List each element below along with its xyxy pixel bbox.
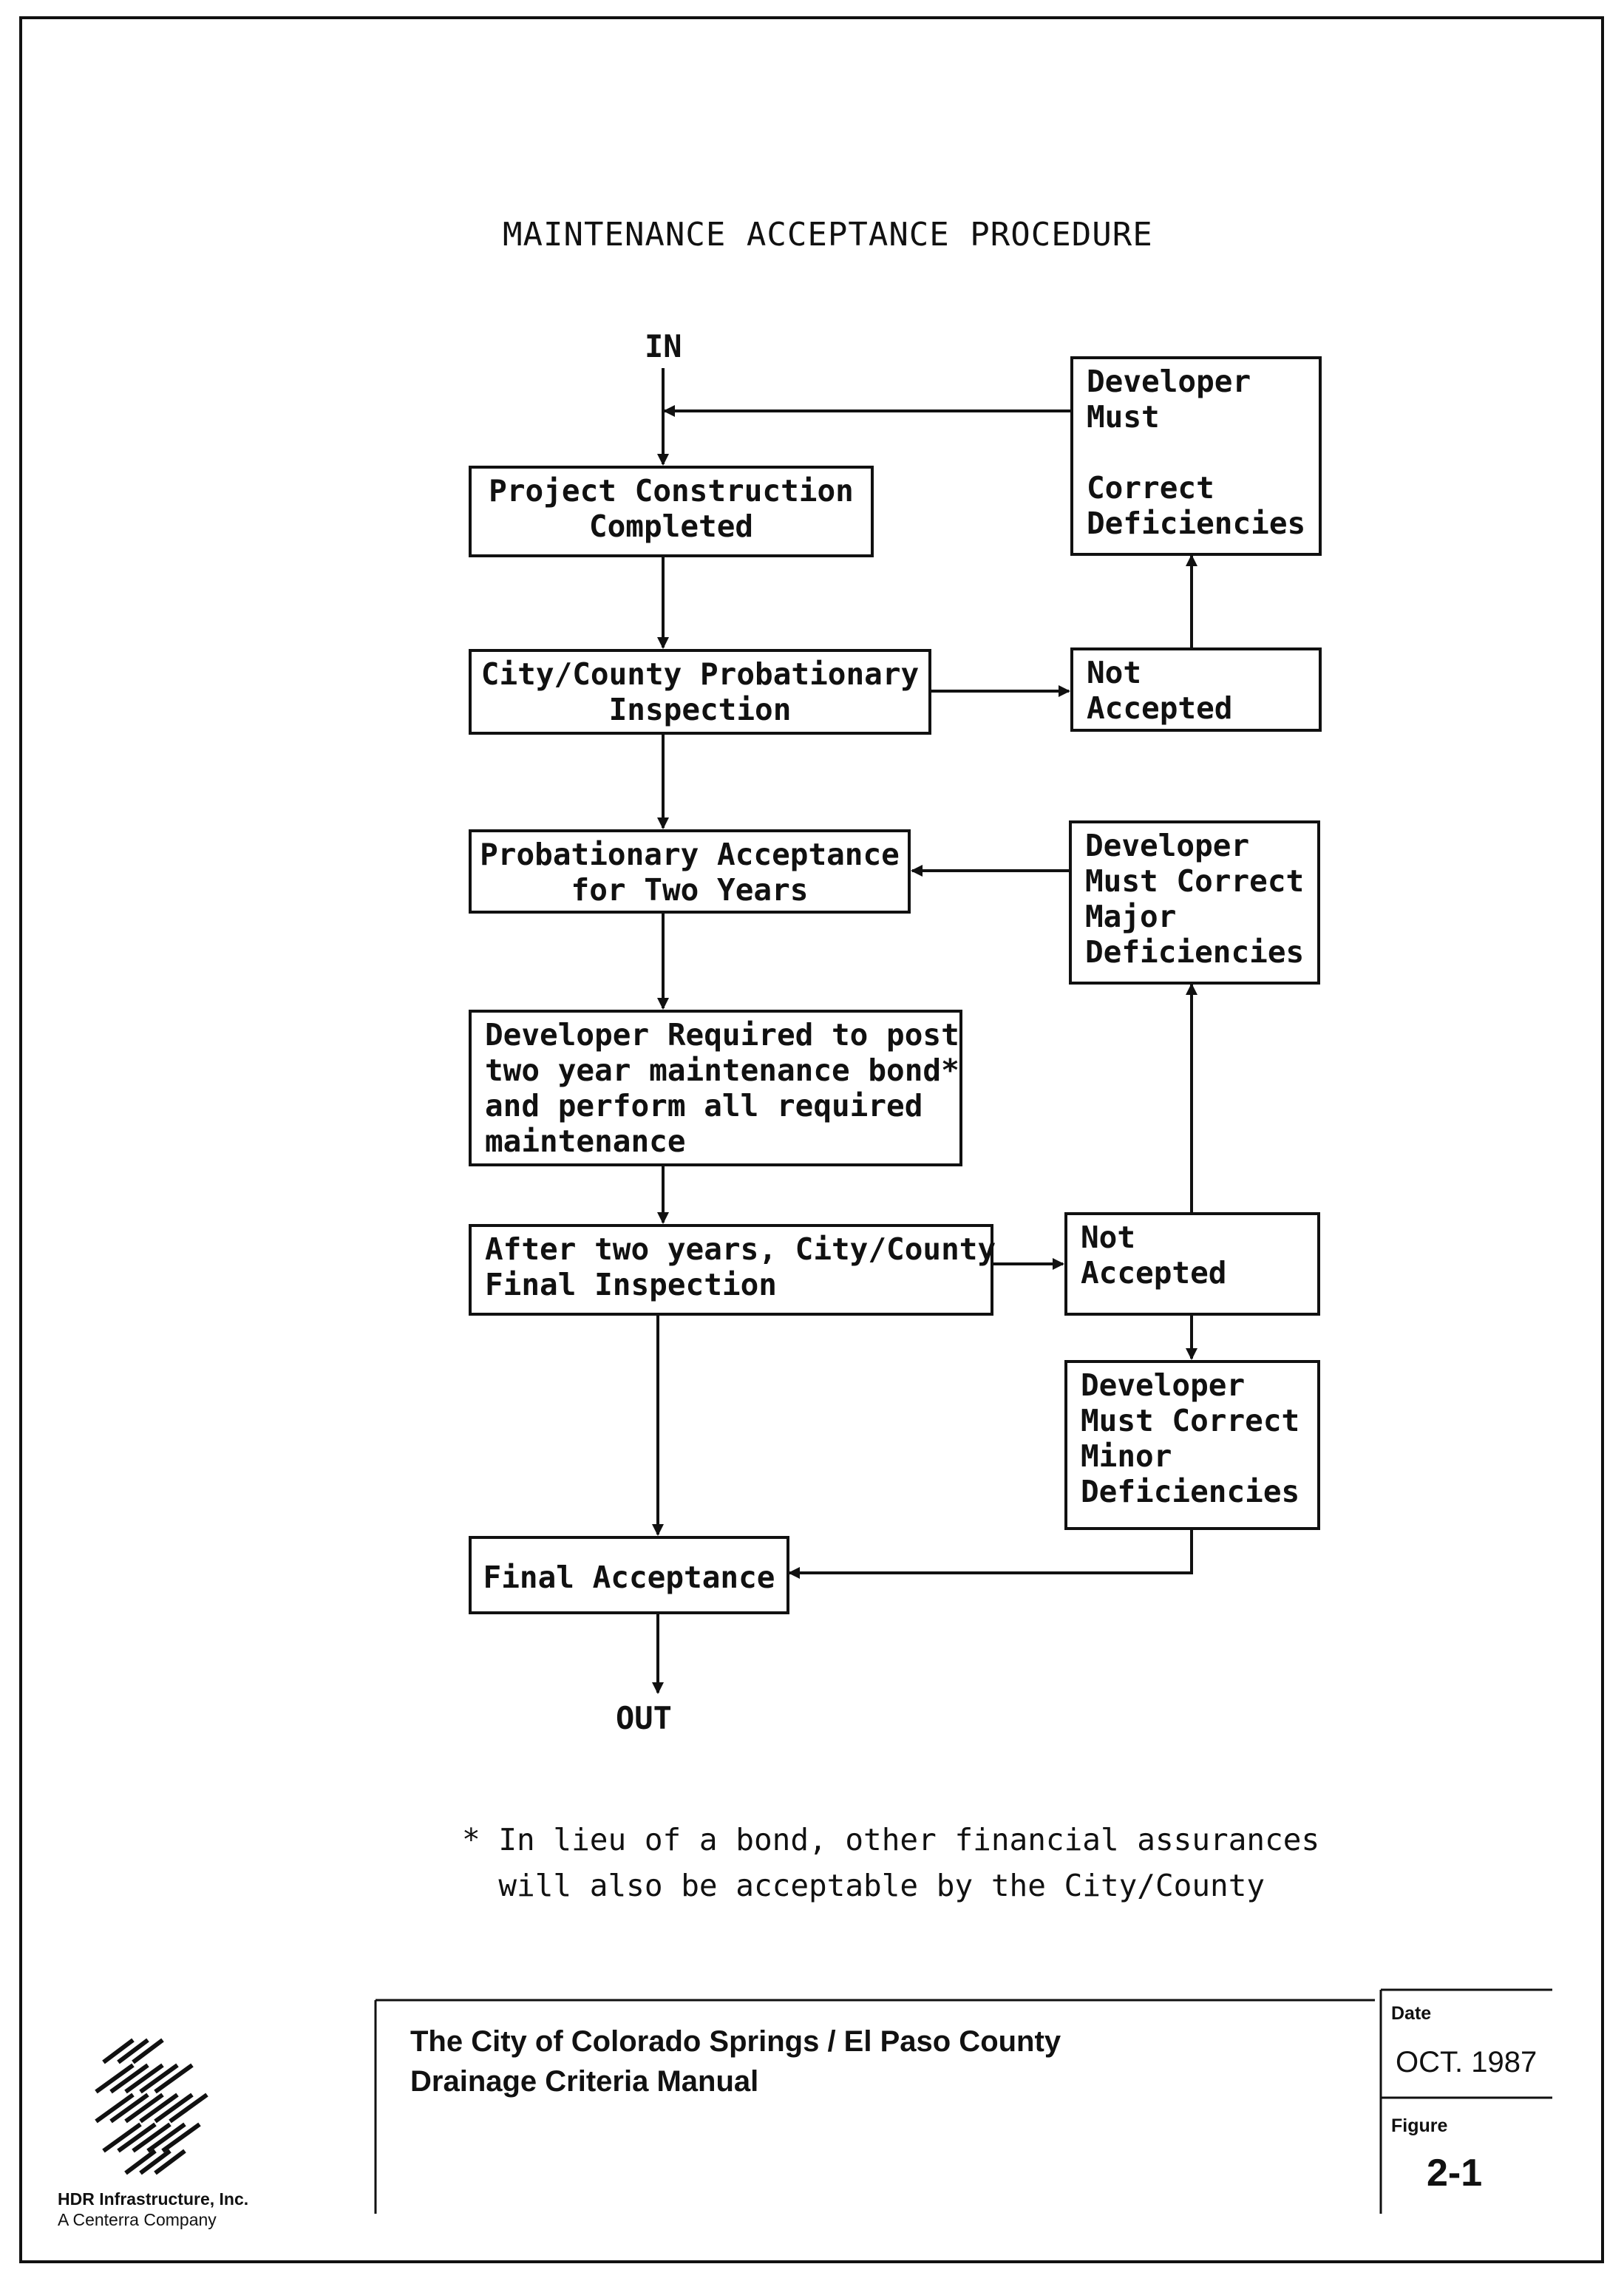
box-final-acceptance: Final Acceptance (469, 1536, 789, 1614)
page-border (19, 16, 1604, 2263)
box-correct-major: Developer Must Correct Major Deficiencie… (1069, 820, 1320, 985)
box-final-inspection: After two years, City/County Final Inspe… (469, 1224, 996, 1316)
date-value: OCT. 1987 (1396, 2046, 1538, 2078)
box-probationary-inspection: City/County Probationary Inspection (469, 649, 931, 735)
out-terminal: OUT (616, 1700, 672, 1736)
in-terminal: IN (645, 328, 682, 364)
box-not-accepted-1: Not Accepted (1070, 647, 1322, 732)
company-name: HDR Infrastructure, Inc. (58, 2189, 249, 2209)
box-post-bond: Developer Required to post two year main… (469, 1010, 962, 1166)
hdr-logo (95, 2038, 208, 2175)
box-project-construction: Project Construction Completed (469, 466, 874, 557)
footnote: * In lieu of a bond, other financial ass… (462, 1822, 1320, 1903)
figure-label: Figure (1391, 2115, 1448, 2136)
company-subtitle: A Centerra Company (58, 2210, 217, 2229)
box-correct-minor: Developer Must Correct Minor Deficiencie… (1064, 1360, 1320, 1530)
box-probationary-acceptance: Probationary Acceptance for Two Years (469, 829, 911, 914)
manual-title: The City of Colorado Springs / El Paso C… (410, 2025, 1061, 2098)
arrow-minor-to-acceptance (788, 1530, 1193, 1579)
box-not-accepted-2: Not Accepted (1064, 1212, 1320, 1316)
figure-number: 2-1 (1427, 2152, 1483, 2195)
box-correct-deficiencies: Developer Must Correct Deficiencies (1070, 356, 1322, 556)
date-label: Date (1391, 2003, 1432, 2024)
diagram-title: MAINTENANCE ACCEPTANCE PROCEDURE (503, 216, 1153, 254)
